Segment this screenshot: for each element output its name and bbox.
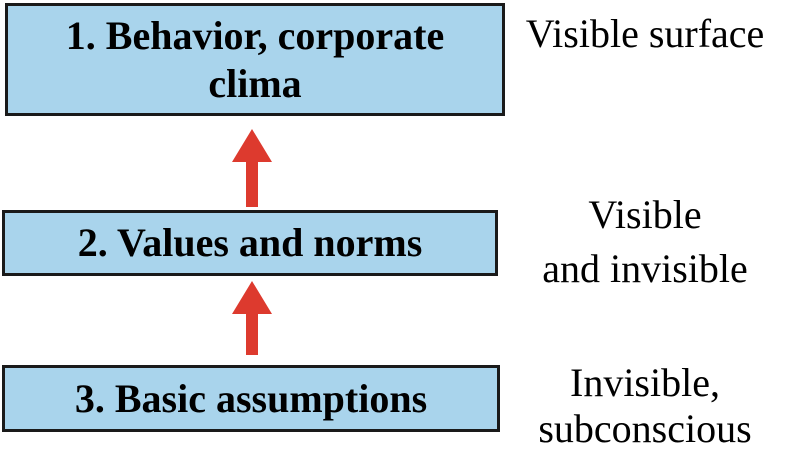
level-3-label: 3. Basic assumptions (74, 375, 428, 421)
side-label-visible-surface: Visible surface (525, 11, 765, 56)
up-arrow-icon (232, 281, 272, 355)
side-label-visible-and-invisible: Visible and invisible (542, 192, 748, 291)
level-1-label: 1. Behavior, corporate clima (65, 12, 445, 106)
side-label-invisible-subconscious: Invisible, subconscious (538, 360, 752, 451)
level-3-box: 3. Basic assumptions (2, 365, 500, 432)
level-2-box: 2. Values and norms (2, 210, 498, 276)
level-2-label: 2. Values and norms (77, 220, 423, 265)
level-1-box: 1. Behavior, corporate clima (5, 3, 505, 116)
up-arrow-icon (232, 129, 272, 207)
